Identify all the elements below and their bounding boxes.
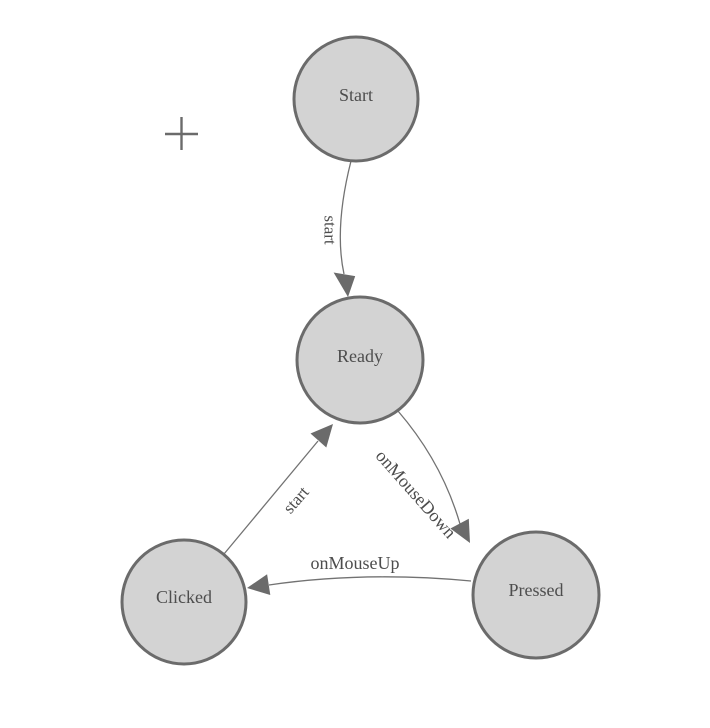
node-clicked-label: Clicked [156,587,212,607]
crosshair-icon [165,117,198,150]
edge-label-start-2: start [279,483,313,518]
edge-line-pressed-to-clicked[interactable] [268,576,472,586]
edge-clicked-to-ready[interactable]: start [223,424,333,555]
node-start[interactable]: Start [292,35,420,163]
node-pressed[interactable]: Pressed [471,530,601,660]
arrowhead-icon [333,272,356,297]
edge-line-ready-to-pressed[interactable] [397,410,461,525]
node-pressed-label: Pressed [509,580,564,600]
edge-ready-to-pressed[interactable]: onMouseDown [372,410,470,543]
arrowhead-icon [247,574,271,595]
arrowhead-icon [310,424,333,448]
edge-label-onmousedown: onMouseDown [372,446,461,542]
node-ready[interactable]: Ready [295,295,425,425]
edge-label-onmouseup: onMouseUp [311,553,400,573]
edge-line-start-to-ready[interactable] [339,160,352,275]
edge-label-start-1: start [321,215,340,245]
node-start-label: Start [339,85,373,105]
node-pressed-circle[interactable] [471,530,601,660]
edge-pressed-to-clicked[interactable]: onMouseUp [247,553,472,595]
node-clicked[interactable]: Clicked [120,538,248,666]
arrowhead-icon [450,518,470,543]
node-start-circle[interactable] [292,35,420,163]
edge-line-clicked-to-ready[interactable] [223,440,319,555]
node-ready-circle[interactable] [295,295,425,425]
node-ready-label: Ready [337,346,383,366]
node-clicked-circle[interactable] [120,538,248,666]
edge-start-to-ready[interactable]: start [321,160,356,297]
